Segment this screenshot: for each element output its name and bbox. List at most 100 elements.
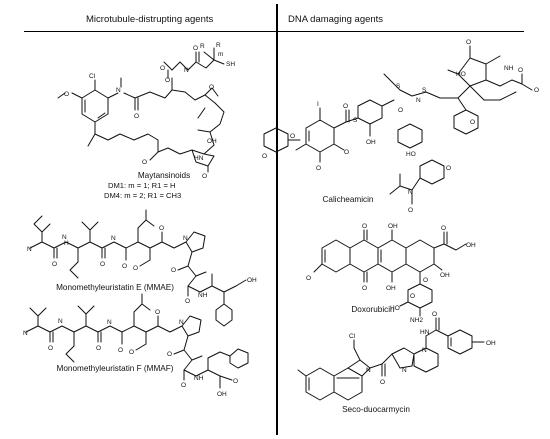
- atom-label: O: [362, 223, 367, 230]
- atom-label: NH: [198, 292, 208, 299]
- atom-label: NH: [504, 65, 514, 72]
- vertical-divider: [276, 4, 278, 435]
- atom-label: S: [422, 87, 427, 94]
- atom-label: O: [441, 225, 446, 232]
- atom-label: O: [518, 67, 523, 74]
- atom-label: N: [23, 330, 28, 337]
- atom-label: SH: [226, 61, 235, 68]
- atom-label: O: [209, 84, 214, 91]
- doxorubicin-name: Doxorubicin: [351, 305, 395, 314]
- atom-label: O: [167, 351, 172, 358]
- atom-label: O: [432, 311, 437, 318]
- atom-label: N: [179, 319, 184, 326]
- atom-label: N: [62, 234, 67, 241]
- atom-label: R: [200, 43, 205, 50]
- atom-label: N: [366, 367, 371, 374]
- atom-label: O: [181, 382, 186, 389]
- atom-label: O: [290, 133, 295, 140]
- atom-label: O: [142, 159, 147, 166]
- atom-label: O: [52, 261, 57, 268]
- atom-label: OH: [388, 223, 398, 230]
- mmaf-name: Monomethyleuristatin F (MMAF): [56, 364, 174, 373]
- atom-label: OH: [247, 277, 257, 284]
- atom-label: O: [380, 379, 385, 386]
- atom-label: O: [233, 378, 238, 385]
- atom-label: OH: [386, 285, 396, 292]
- atom-label: O: [362, 285, 367, 292]
- atom-label: O: [410, 293, 415, 300]
- atom-label: N: [402, 367, 407, 374]
- header-underline: [24, 31, 524, 32]
- atom-label: O: [122, 263, 127, 270]
- atom-label: HN: [420, 329, 430, 336]
- atom-label: S: [353, 117, 358, 124]
- atom-label: O: [129, 349, 134, 356]
- atom-label: N: [27, 246, 32, 253]
- atom-label: S: [396, 83, 401, 90]
- atom-label: O: [165, 77, 170, 84]
- atom-label: OH: [207, 138, 217, 145]
- dm4-definition: DM4: m = 2; R1 = CH3: [104, 191, 182, 200]
- atom-label: O: [423, 277, 428, 284]
- calicheamicin-name: Calicheamicin: [322, 195, 374, 204]
- atom-label: N: [116, 87, 121, 94]
- atom-label: HN: [194, 155, 204, 162]
- atom-label: O: [96, 345, 101, 352]
- atom-label: O: [118, 347, 123, 354]
- atom-label: O: [185, 298, 190, 305]
- atom-label: O: [398, 107, 403, 114]
- atom-label: O: [134, 113, 139, 120]
- atom-label: H: [64, 240, 69, 247]
- atom-label: O: [171, 267, 176, 274]
- atom-label: N: [58, 318, 63, 325]
- atom-label: NH2: [410, 317, 423, 324]
- mmae-name: Monomethyleuristatin E (MMAE): [56, 283, 174, 292]
- atom-label: N: [111, 235, 116, 242]
- atom-label: O: [159, 225, 164, 232]
- atom-label: Cl: [349, 333, 356, 340]
- atom-label: R: [216, 42, 221, 49]
- atom-label: HO: [390, 305, 400, 312]
- atom-label: N: [184, 67, 189, 74]
- atom-label: O: [133, 265, 138, 272]
- atom-label: OH: [440, 272, 450, 279]
- atom-label: N: [107, 319, 112, 326]
- atom-label: HO: [406, 151, 416, 158]
- atom-label: O: [155, 309, 160, 316]
- atom-label: OH: [217, 391, 227, 398]
- atom-label: N: [408, 189, 413, 196]
- atom-label: O: [48, 345, 53, 352]
- atom-label: O: [64, 91, 69, 98]
- atom-label: O: [534, 87, 539, 94]
- atom-label: N: [183, 235, 188, 242]
- atom-label: O: [408, 207, 413, 214]
- right-column-header: DNA damaging agents: [288, 14, 384, 25]
- atom-label: O: [262, 153, 267, 160]
- atom-label: OH: [466, 242, 476, 249]
- atom-label: Cl: [89, 73, 96, 80]
- atom-label: HO: [456, 71, 466, 78]
- atom-label: O: [202, 173, 207, 180]
- dm1-definition: DM1: m = 1; R1 = H: [108, 181, 176, 190]
- maytansinoids-name: Maytansinoids: [137, 171, 191, 180]
- atom-label: OH: [366, 139, 376, 146]
- atom-label: O: [316, 165, 321, 172]
- atom-label: O: [193, 45, 198, 52]
- atom-label: O: [466, 39, 471, 46]
- atom-label: m: [218, 51, 223, 58]
- left-column-header: Microtubule-distrupting agents: [86, 14, 214, 25]
- atom-label: O: [343, 103, 348, 110]
- atom-label: NH: [194, 375, 204, 382]
